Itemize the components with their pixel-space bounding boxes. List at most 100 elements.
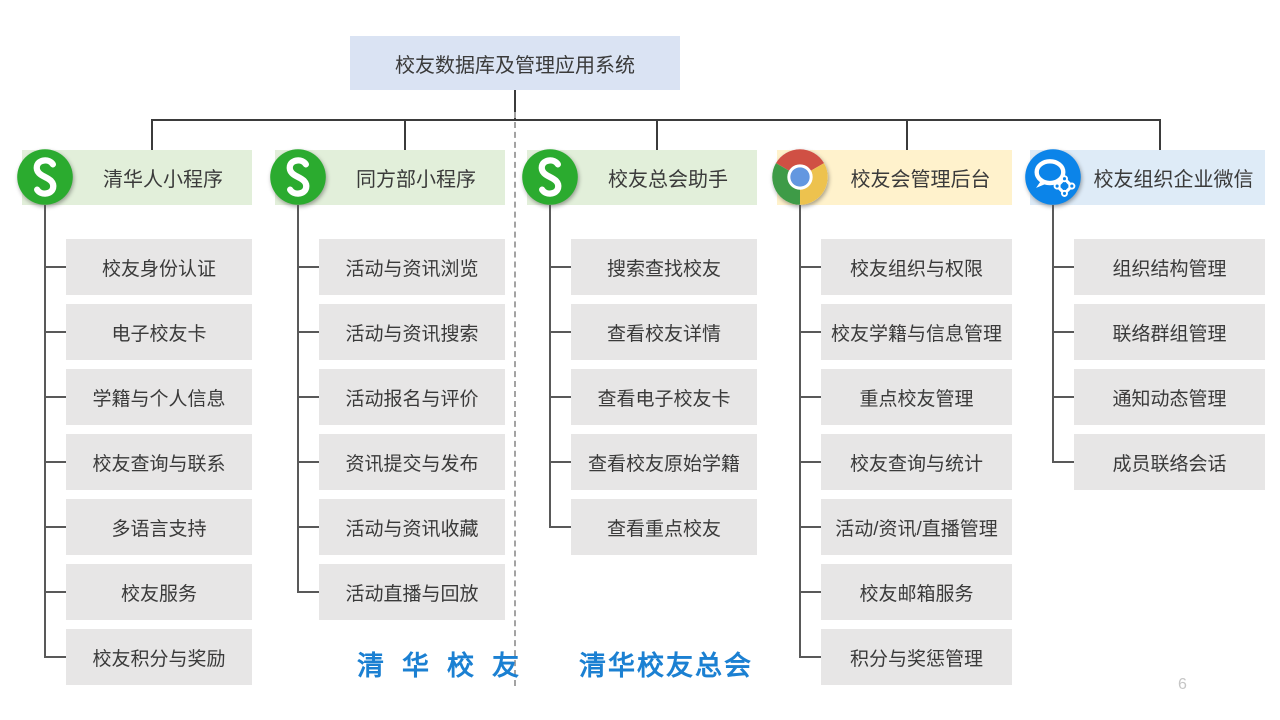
chrome-icon <box>772 149 828 205</box>
item-stub-line <box>549 526 571 528</box>
feature-label: 活动/资讯/直播管理 <box>835 518 998 540</box>
branch-line <box>151 119 153 150</box>
feature-label: 校友查询与统计 <box>849 453 983 475</box>
feature-box: 查看重点校友 <box>571 499 757 555</box>
branch-line <box>906 119 908 150</box>
feature-box: 校友学籍与信息管理 <box>821 304 1012 360</box>
feature-box: 查看校友详情 <box>571 304 757 360</box>
feature-label: 联络群组管理 <box>1112 323 1227 345</box>
feature-label: 学籍与个人信息 <box>92 388 226 410</box>
footer-label-tsinghua-alumni: 清华校友 <box>357 651 537 681</box>
feature-label: 多语言支持 <box>111 518 207 540</box>
feature-box: 活动报名与评价 <box>319 369 505 425</box>
column-rail-line <box>1052 205 1054 462</box>
feature-label: 校友服务 <box>120 583 197 605</box>
feature-box: 校友身份认证 <box>66 239 252 295</box>
feature-box: 活动/资讯/直播管理 <box>821 499 1012 555</box>
feature-box: 资讯提交与发布 <box>319 434 505 490</box>
item-stub-line <box>799 266 821 268</box>
item-stub-line <box>297 396 319 398</box>
item-stub-line <box>549 331 571 333</box>
column-title: 清华人小程序 <box>103 169 223 191</box>
feature-label: 组织结构管理 <box>1112 258 1227 280</box>
feature-box: 电子校友卡 <box>66 304 252 360</box>
feature-box: 活动与资讯收藏 <box>319 499 505 555</box>
feature-box: 校友邮箱服务 <box>821 564 1012 620</box>
item-stub-line <box>549 266 571 268</box>
feature-box: 查看校友原始学籍 <box>571 434 757 490</box>
feature-box: 学籍与个人信息 <box>66 369 252 425</box>
feature-label: 通知动态管理 <box>1112 388 1227 410</box>
item-stub-line <box>799 591 821 593</box>
item-stub-line <box>44 331 66 333</box>
item-stub-line <box>799 331 821 333</box>
title-stem-line <box>514 90 516 120</box>
column-title: 校友会管理后台 <box>850 169 991 191</box>
item-stub-line <box>799 656 821 658</box>
column-title: 校友组织企业微信 <box>1093 169 1254 191</box>
feature-box: 校友查询与联系 <box>66 434 252 490</box>
item-stub-line <box>44 656 66 658</box>
feature-box: 重点校友管理 <box>821 369 1012 425</box>
item-stub-line <box>1052 461 1074 463</box>
feature-box: 校友查询与统计 <box>821 434 1012 490</box>
feature-label: 资讯提交与发布 <box>345 453 479 475</box>
wechat-miniprogram-icon <box>522 149 578 205</box>
column-title: 同方部小程序 <box>356 169 476 191</box>
column-title: 校友总会助手 <box>608 169 728 191</box>
item-stub-line <box>549 461 571 463</box>
feature-label: 校友积分与奖励 <box>92 648 226 670</box>
feature-label: 活动直播与回放 <box>345 583 479 605</box>
feature-box: 组织结构管理 <box>1074 239 1265 295</box>
feature-label: 搜索查找校友 <box>606 258 721 280</box>
feature-box: 查看电子校友卡 <box>571 369 757 425</box>
item-stub-line <box>799 396 821 398</box>
item-stub-line <box>44 526 66 528</box>
feature-box: 校友服务 <box>66 564 252 620</box>
wechat-miniprogram-icon <box>270 149 326 205</box>
feature-label: 电子校友卡 <box>111 323 207 345</box>
feature-label: 校友学籍与信息管理 <box>830 323 1002 345</box>
page-number: 6 <box>1178 676 1187 693</box>
feature-label: 查看校友原始学籍 <box>587 453 740 475</box>
feature-label: 校友组织与权限 <box>849 258 983 280</box>
feature-box: 积分与奖惩管理 <box>821 629 1012 685</box>
branch-line <box>1159 119 1161 150</box>
item-stub-line <box>297 461 319 463</box>
item-stub-line <box>799 461 821 463</box>
column-rail-line <box>549 205 551 527</box>
item-stub-line <box>1052 331 1074 333</box>
item-stub-line <box>44 266 66 268</box>
footer-label-tsinghua-alumni-association: 清华校友总会 <box>579 651 753 681</box>
feature-box: 校友积分与奖励 <box>66 629 252 685</box>
dashed-divider-line <box>514 112 516 686</box>
feature-label: 活动报名与评价 <box>345 388 479 410</box>
wecom-icon <box>1025 149 1081 205</box>
item-stub-line <box>297 331 319 333</box>
feature-box: 活动与资讯浏览 <box>319 239 505 295</box>
wechat-miniprogram-icon <box>17 149 73 205</box>
item-stub-line <box>297 526 319 528</box>
item-stub-line <box>1052 396 1074 398</box>
feature-box: 通知动态管理 <box>1074 369 1265 425</box>
feature-box: 搜索查找校友 <box>571 239 757 295</box>
item-stub-line <box>549 396 571 398</box>
feature-label: 重点校友管理 <box>859 388 974 410</box>
feature-label: 活动与资讯搜索 <box>345 323 479 345</box>
feature-label: 查看电子校友卡 <box>597 388 731 410</box>
item-stub-line <box>44 591 66 593</box>
column-rail-line <box>799 205 801 657</box>
feature-label: 校友查询与联系 <box>92 453 226 475</box>
feature-label: 活动与资讯浏览 <box>345 258 479 280</box>
feature-box: 联络群组管理 <box>1074 304 1265 360</box>
feature-label: 查看校友详情 <box>606 323 721 345</box>
feature-box: 成员联络会话 <box>1074 434 1265 490</box>
system-title: 校友数据库及管理应用系统 <box>395 54 635 77</box>
feature-label: 查看重点校友 <box>606 518 721 540</box>
feature-label: 积分与奖惩管理 <box>849 648 983 670</box>
item-stub-line <box>799 526 821 528</box>
feature-box: 活动直播与回放 <box>319 564 505 620</box>
item-stub-line <box>297 266 319 268</box>
feature-label: 活动与资讯收藏 <box>345 518 479 540</box>
